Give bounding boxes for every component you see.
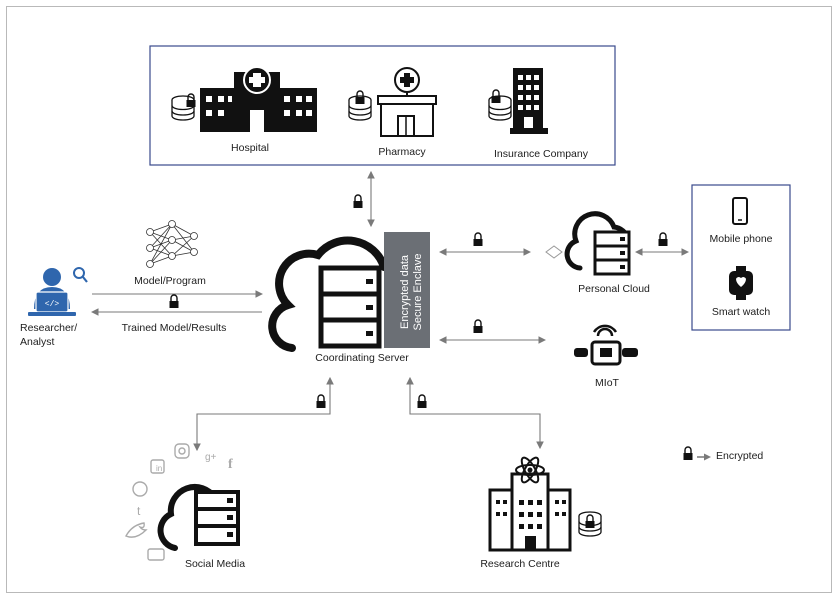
trained-model-label: Trained Model/Results: [121, 322, 227, 334]
researcher-label-1: Researcher/: [20, 322, 78, 334]
personal-cloud-label: Personal Cloud: [578, 283, 650, 295]
secure-enclave-text: Secure Enclave: [412, 253, 424, 330]
encrypted-data-text: Encrypted data: [399, 254, 411, 329]
miot-icon: [574, 324, 638, 366]
pharmacy-icon: [348, 67, 437, 137]
social-media-label: Social Media: [184, 558, 246, 570]
svg-text:in: in: [156, 464, 162, 473]
research-centre-icon: [488, 456, 602, 552]
arrow-server-research-centre: [406, 376, 544, 450]
devices-box: [691, 184, 791, 331]
smart-watch-icon: [729, 266, 753, 300]
insurance-label: Insurance Company: [494, 148, 588, 160]
researcher-icon: </>: [28, 267, 88, 316]
smart-watch-label: Smart watch: [711, 306, 771, 318]
neural-network-icon: [146, 220, 198, 268]
figure-frame: [6, 6, 832, 593]
mobile-phone-label: Mobile phone: [709, 233, 773, 245]
social-media-icon: in g+ f t: [125, 443, 240, 561]
svg-text:g+: g+: [205, 452, 217, 463]
arrow-server-social-media: [193, 376, 334, 452]
mobile-phone-icon: [732, 197, 748, 225]
svg-text:</>: </>: [45, 300, 60, 309]
svg-text:t: t: [137, 504, 141, 518]
personal-cloud-icon: [545, 211, 631, 276]
svg-text:f: f: [228, 457, 233, 472]
researcher-label-2: Analyst: [20, 336, 55, 348]
secure-enclave-panel: [384, 232, 430, 348]
hospital-icon: [171, 66, 317, 132]
model-program-label: Model/Program: [134, 275, 206, 287]
pharmacy-label: Pharmacy: [378, 146, 426, 158]
legend-encrypted-label: Encrypted: [716, 450, 764, 462]
coordinating-server-icon: [268, 236, 395, 352]
coordinating-server-label: Coordinating Server: [315, 352, 409, 364]
institutions-box: [149, 45, 616, 166]
insurance-icon: [488, 68, 548, 134]
hospital-label: Hospital: [231, 142, 269, 154]
research-centre-label: Research Centre: [480, 558, 560, 570]
miot-label: MIoT: [595, 377, 619, 389]
